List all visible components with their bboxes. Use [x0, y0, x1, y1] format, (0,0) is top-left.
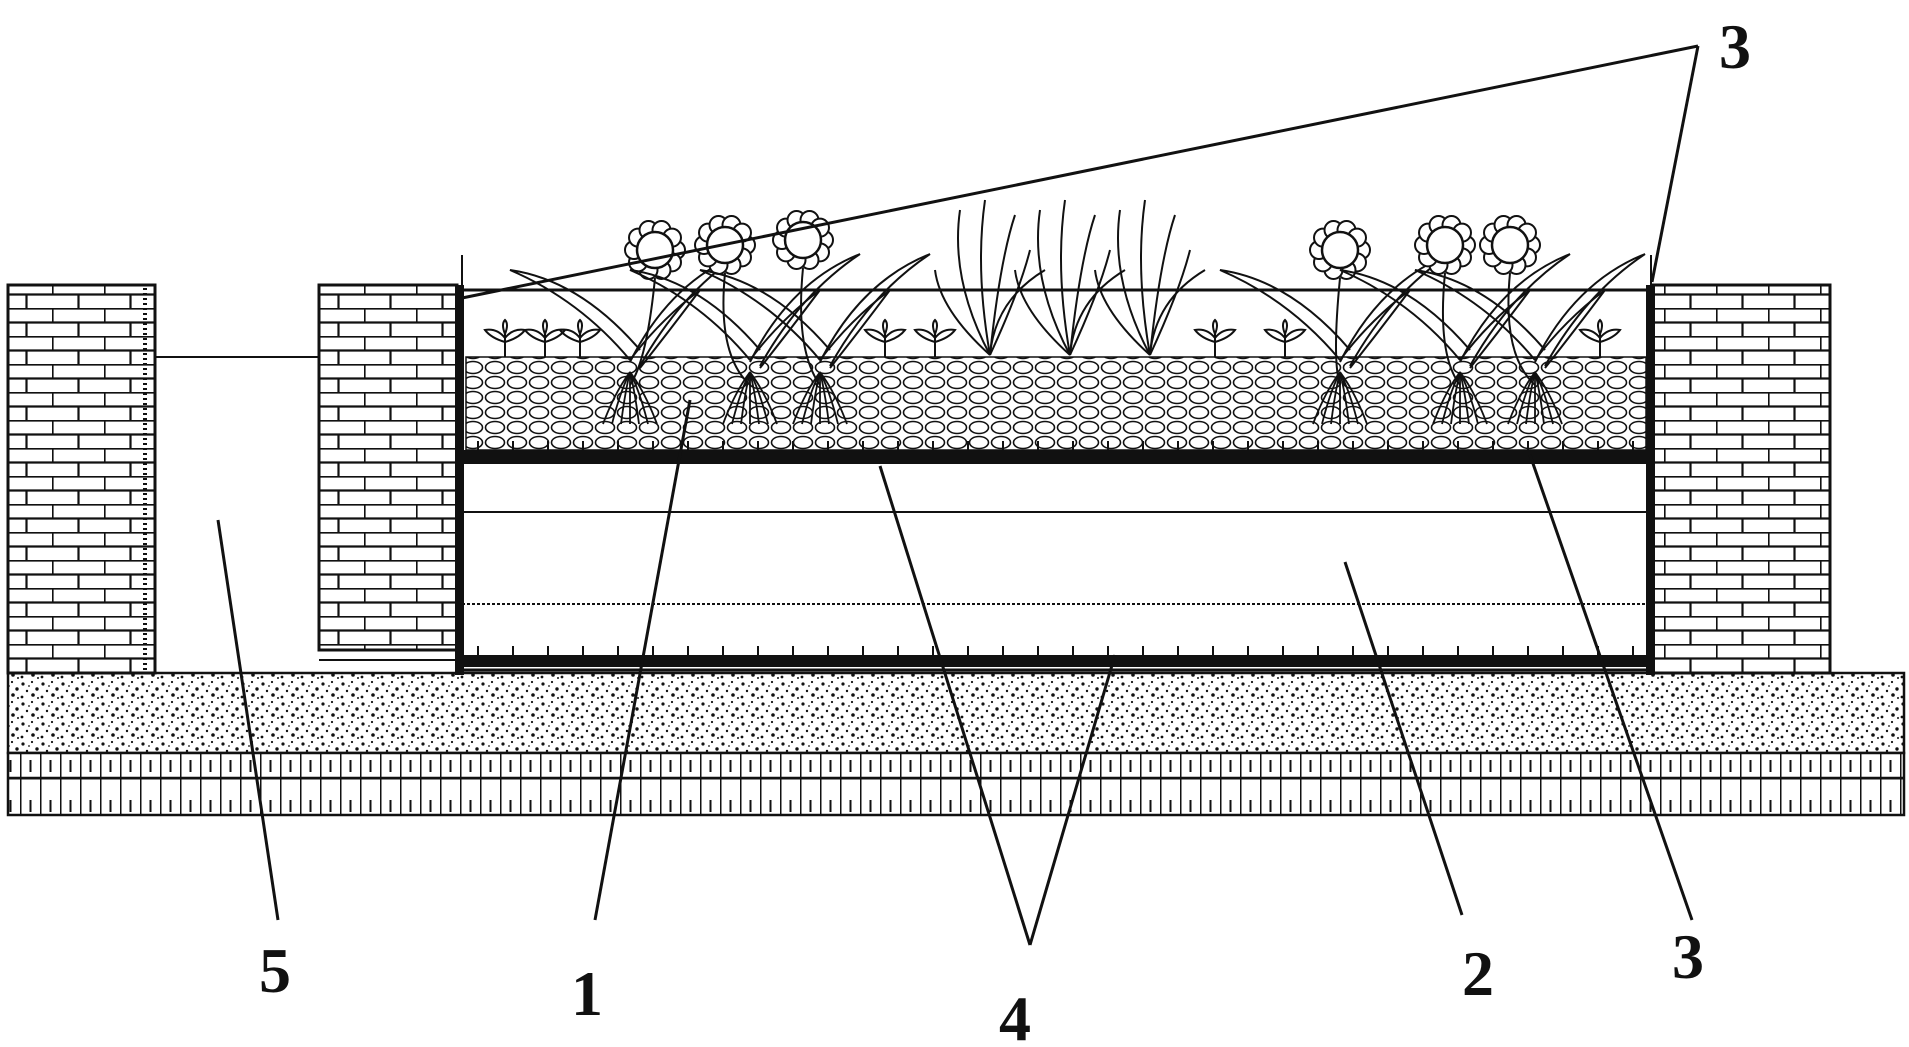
- grass-tuft: [1014, 199, 1126, 356]
- lower-separation-plate: [462, 655, 1647, 667]
- label-2: 2: [1462, 938, 1494, 1009]
- flower: [1339, 215, 1571, 425]
- plants: [483, 199, 1646, 425]
- seedling: [1578, 318, 1622, 357]
- seedling: [863, 318, 907, 357]
- ground-paver-layer: [6, 751, 1906, 817]
- seedling: [913, 318, 957, 357]
- seedling: [1193, 318, 1237, 357]
- brick-wall-center-left: [317, 283, 459, 652]
- flower: [509, 220, 741, 425]
- grass-tuft: [934, 199, 1046, 356]
- label-1: 1: [571, 958, 603, 1029]
- label-3-bottom: 3: [1672, 921, 1704, 992]
- planting-soil-layer: [465, 356, 1647, 451]
- flower: [1414, 215, 1646, 425]
- seedling: [1263, 318, 1307, 357]
- flower: [699, 210, 931, 425]
- flower: [629, 215, 861, 425]
- brick-wall-far-left: [6, 283, 157, 675]
- upper-separation-plate: [462, 450, 1647, 464]
- grass-tuft: [1094, 199, 1206, 356]
- label-3-top: 3: [1719, 11, 1751, 82]
- seedling: [558, 318, 602, 357]
- plate-spikes: [477, 441, 1634, 656]
- brick-wall-right: [1650, 283, 1832, 675]
- side-channel: [155, 356, 457, 661]
- label-5: 5: [259, 935, 291, 1006]
- planter-box: [455, 255, 1655, 675]
- leader-lines: [216, 44, 1700, 946]
- flower: [1219, 220, 1451, 425]
- label-4: 4: [999, 983, 1031, 1047]
